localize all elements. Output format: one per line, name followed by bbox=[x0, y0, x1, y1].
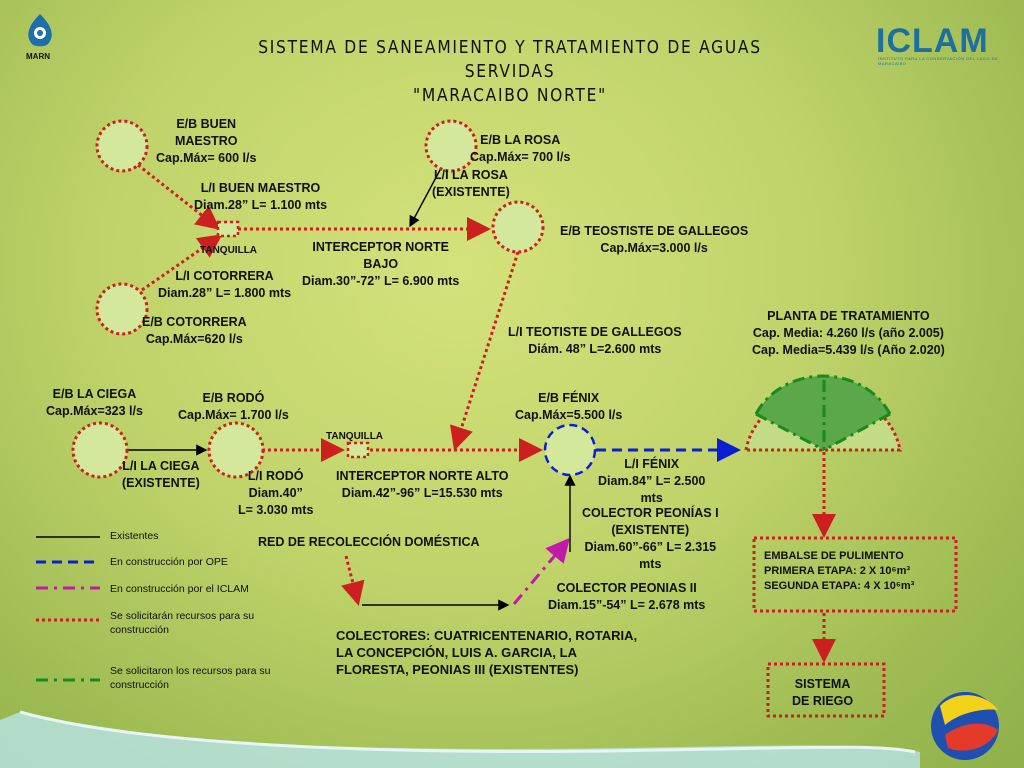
label-interceptor-norte-alto: INTERCEPTOR NORTE ALTO Diam.42”-96” L=15… bbox=[336, 469, 509, 500]
decorative-swoosh-line bbox=[19, 710, 916, 754]
legend-label-existentes: Existentes bbox=[110, 530, 159, 542]
colorful-logo-icon bbox=[931, 692, 999, 760]
label-red-recoleccion: RED DE RECOLECCIÓN DOMÉSTICA bbox=[258, 535, 480, 549]
label-interceptor-norte-bajo: INTERCEPTOR NORTE BAJO Diam.30”-72” L= 6… bbox=[302, 240, 460, 288]
label-li-rodo: L/I RODÓ Diam.40” L= 3.030 mts bbox=[238, 469, 314, 517]
label-eb-teotiste: E/B TEOSTISTE DE GALLEGOS Cap.Máx=3.000 … bbox=[560, 224, 749, 255]
station-cotorrera bbox=[95, 282, 149, 336]
title-line-2: "MARACAIBO NORTE" bbox=[413, 85, 607, 106]
label-eb-rodo: E/B RODÓ Cap.Máx= 1.700 l/s bbox=[178, 391, 289, 422]
label-li-buen-maestro: L/I BUEN MAESTRO Diam.28” L= 1.100 mts bbox=[194, 181, 328, 212]
station-la-rosa bbox=[424, 119, 478, 173]
label-li-teotiste: L/I TEOTISTE DE GALLEGOS Diám. 48” L=2.6… bbox=[508, 325, 682, 356]
label-colector-peonias-ii: COLECTOR PEONIAS II Diam.15”-54” L= 2.67… bbox=[548, 581, 706, 612]
label-eb-fenix: E/B FÉNIX Cap.Máx=5.500 l/s bbox=[515, 391, 623, 422]
legend-label-ope: En construcción por OPE bbox=[110, 556, 228, 568]
label-eb-cotorrera: E/B COTORRERA Cap.Máx=620 l/s bbox=[142, 315, 247, 346]
planta-tratamiento bbox=[744, 374, 902, 452]
label-planta: PLANTA DE TRATAMIENTO Cap. Media: 4.260 … bbox=[752, 309, 945, 357]
title-line-1: SISTEMA DE SANEAMIENTO Y TRATAMIENTO DE … bbox=[258, 37, 762, 82]
pipe-la-rosa bbox=[409, 169, 441, 228]
station-rodo bbox=[207, 421, 265, 479]
pipe-red-recoleccion bbox=[341, 555, 365, 606]
station-teotiste bbox=[491, 200, 545, 254]
station-buen-maestro bbox=[95, 119, 149, 173]
iclam-logo-subtext: INSTITUTO PARA LA CONSERVACIÓN DEL LAGO … bbox=[878, 56, 999, 66]
tanquilla-1 bbox=[216, 220, 240, 238]
page-title: SISTEMA DE SANEAMIENTO Y TRATAMIENTO DE … bbox=[226, 36, 794, 108]
marn-logo-icon bbox=[28, 14, 52, 47]
label-eb-la-ciega: E/B LA CIEGA Cap.Máx=323 l/s bbox=[46, 387, 143, 418]
legend-label-solicitaran: Se solicitarán recursos para su construc… bbox=[110, 610, 255, 636]
iclam-logo: ICLAM bbox=[876, 22, 989, 60]
label-li-cotorrera: L/I COTORRERA Diam.28” L= 1.800 mts bbox=[158, 269, 292, 300]
label-li-la-rosa: L/I LA ROSA (EXISTENTE) bbox=[432, 168, 510, 199]
label-li-la-ciega: L/I LA CIEGA (EXISTENTE) bbox=[122, 459, 200, 490]
legend-label-iclam: En construcción por el ICLAM bbox=[110, 583, 249, 595]
label-sistema-riego: SISTEMA DE RIEGO bbox=[792, 677, 854, 708]
label-embalse: EMBALSE DE PULIMENTO PRIMERA ETAPA: 2 X … bbox=[764, 550, 915, 592]
label-colectores: COLECTORES: CUATRICENTENARIO, ROTARIA, L… bbox=[336, 628, 638, 677]
label-tanquilla-2: TANQUILLA bbox=[326, 431, 384, 442]
label-colector-peonias-i: COLECTOR PEONÍAS I (EXISTENTE) Diam.60”-… bbox=[582, 506, 719, 571]
decorative-swoosh bbox=[0, 712, 920, 768]
marn-logo-text: MARN bbox=[26, 52, 50, 61]
label-li-fenix: L/I FÉNIX Diam.84” L= 2.500 mts bbox=[598, 457, 706, 505]
pipe-buen-maestro bbox=[137, 163, 221, 230]
label-tanquilla-1: TANQUILLA bbox=[200, 245, 258, 256]
station-fenix bbox=[543, 423, 597, 477]
station-la-ciega bbox=[71, 421, 129, 479]
label-eb-buen-maestro: E/B BUEN MAESTRO Cap.Máx= 600 l/s bbox=[156, 117, 257, 165]
legend-label-solicitaron: Se solicitaron los recursos para su cons… bbox=[110, 665, 271, 691]
tanquilla-2 bbox=[346, 441, 370, 459]
pipe-teotiste bbox=[450, 251, 520, 451]
pipe-cotorrera bbox=[141, 234, 223, 292]
label-eb-la-rosa: E/B LA ROSA Cap.Máx= 700 l/s bbox=[470, 133, 571, 164]
